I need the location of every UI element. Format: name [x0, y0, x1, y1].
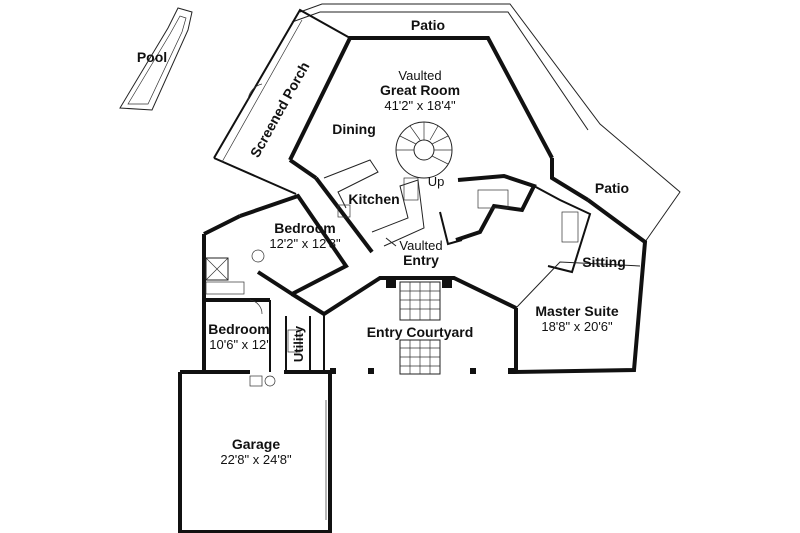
kitchen-walls — [314, 159, 425, 254]
entry-arrow — [385, 237, 397, 247]
label-great-room-dim: 41'2" x 18'4" — [384, 98, 456, 113]
pool — [119, 7, 193, 111]
label-entry-courtyard: Entry Courtyard — [367, 324, 474, 340]
label-up: Up — [428, 174, 445, 189]
label-garage-dim: 22'8" x 24'8" — [220, 452, 292, 467]
bedroom1-walls — [203, 193, 349, 297]
great-room-walls — [288, 36, 554, 180]
screened-porch-area — [213, 8, 351, 195]
label-entry: Entry — [403, 252, 439, 268]
label-garage: Garage — [232, 436, 280, 452]
spiral-stair — [395, 121, 453, 179]
garage-walls — [178, 370, 332, 533]
label-vaulted-entry: Vaulted — [399, 238, 442, 253]
label-vaulted-great-room: Vaulted — [398, 68, 441, 83]
entry-walls — [290, 276, 517, 372]
label-bedroom2-dim: 10'6" x 12' — [209, 337, 268, 352]
entry-walk — [399, 281, 441, 375]
patio-top-area — [291, 3, 681, 243]
label-screened-porch: Screened Porch — [247, 59, 313, 160]
label-great-room: Great Room — [380, 82, 460, 98]
label-bedroom2: Bedroom — [208, 321, 269, 337]
label-utility: Utility — [291, 325, 306, 362]
label-sitting: Sitting — [582, 254, 626, 270]
label-kitchen: Kitchen — [348, 191, 399, 207]
label-bedroom1-dim: 12'2" x 12'8" — [269, 236, 341, 251]
label-dining: Dining — [332, 121, 376, 137]
bath-west — [202, 234, 265, 318]
label-patio-right: Patio — [595, 180, 629, 196]
label-master-suite: Master Suite — [535, 303, 618, 319]
label-bedroom1: Bedroom — [274, 220, 335, 236]
label-master-suite-dim: 18'8" x 20'6" — [541, 319, 613, 334]
bedroom2-walls — [202, 298, 311, 372]
label-pool: Pool — [137, 49, 167, 65]
courtyard-front — [330, 368, 514, 374]
label-patio-top: Patio — [411, 17, 445, 33]
